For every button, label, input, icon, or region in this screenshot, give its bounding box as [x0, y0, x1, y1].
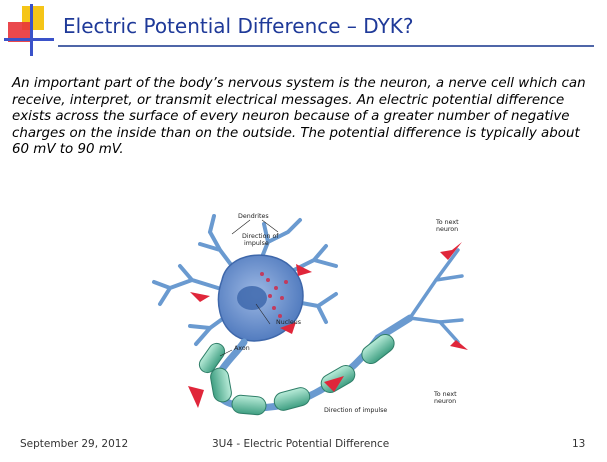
label-next-top-1: To next	[435, 219, 459, 226]
label-direction-top-1: Direction of	[242, 233, 279, 240]
nucleus	[237, 286, 267, 310]
label-next-bottom-2: neuron	[434, 398, 456, 405]
label-dendrites: Dendrites	[238, 213, 269, 220]
title-divider	[58, 45, 594, 47]
label-direction-top-2: impulse	[244, 240, 269, 247]
logo-vertical-bar	[30, 4, 33, 56]
label-next-bottom-1: To next	[433, 391, 457, 398]
label-next-top-2: neuron	[436, 226, 458, 233]
label-direction-bottom: Direction of impulse	[324, 407, 387, 414]
body-paragraph: An important part of the body’s nervous …	[12, 76, 598, 159]
label-axon: Axon	[234, 345, 250, 352]
slide-title: Electric Potential Difference – DYK?	[63, 14, 414, 38]
footer-page-number: 13	[572, 438, 585, 450]
footer-course: 3U4 - Electric Potential Difference	[212, 438, 389, 450]
footer-date: September 29, 2012	[20, 438, 128, 450]
neuron-diagram: Dendrites Direction of impulse To next n…	[140, 210, 480, 422]
axon-terminals	[410, 250, 462, 342]
logo-horizontal-bar	[4, 38, 54, 41]
slide-logo	[0, 0, 70, 60]
label-nucleus: Nucleus	[276, 319, 301, 326]
